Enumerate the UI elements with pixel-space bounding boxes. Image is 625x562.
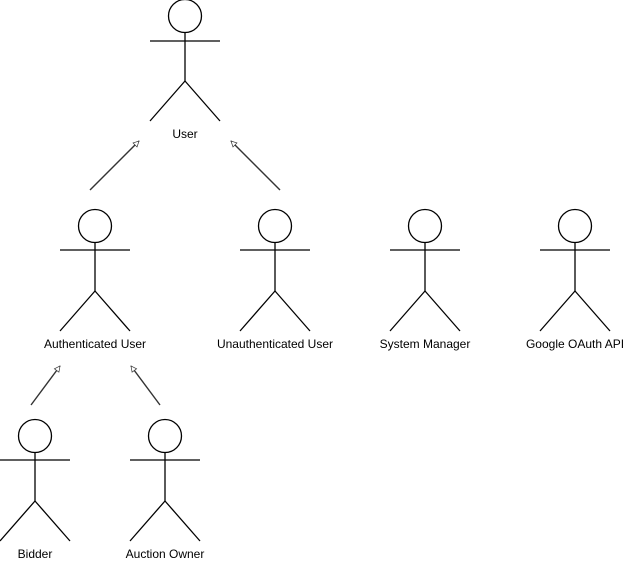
- actor-right-leg: [164, 500, 201, 542]
- generalization-unauthenticated-to-user: [231, 141, 281, 191]
- actor-label-auction-owner: Auction Owner: [126, 547, 205, 561]
- actor-head: [257, 208, 293, 244]
- actor-left-leg: [0, 500, 36, 542]
- actor-left-leg: [59, 290, 96, 332]
- actor-google-oauth-api[interactable]: Google OAuth API: [526, 208, 624, 352]
- actor-head: [407, 208, 443, 244]
- actor-right-leg: [424, 290, 461, 332]
- actor-system-manager[interactable]: System Manager: [380, 208, 471, 352]
- actor-auction-owner[interactable]: Auction Owner: [126, 418, 205, 562]
- generalization-bidder-to-authenticated: [30, 366, 61, 406]
- actor-bidder[interactable]: Bidder: [0, 418, 71, 562]
- generalization-auction-owner-to-authenticated: [130, 366, 161, 406]
- actor-head: [17, 418, 53, 454]
- actor-label-bidder: Bidder: [18, 547, 53, 561]
- actor-left-leg: [389, 290, 426, 332]
- actor-label-google-oauth-api: Google OAuth API: [526, 337, 624, 351]
- actor-left-leg: [149, 80, 186, 122]
- actor-right-leg: [574, 290, 611, 332]
- generalization-authenticated-to-user: [89, 141, 139, 191]
- actor-right-leg: [94, 290, 131, 332]
- generalization-arrows: [30, 141, 281, 406]
- actor-head: [77, 208, 113, 244]
- actor-left-leg: [129, 500, 166, 542]
- actor-user[interactable]: User: [149, 0, 221, 141]
- actor-label-user: User: [172, 127, 197, 141]
- actor-label-system-manager: System Manager: [380, 337, 471, 351]
- actor-head: [147, 418, 183, 454]
- actor-unauthenticated-user[interactable]: Unauthenticated User: [217, 208, 333, 352]
- actor-left-leg: [539, 290, 576, 332]
- actor-left-leg: [239, 290, 276, 332]
- actor-label-authenticated-user: Authenticated User: [44, 337, 146, 351]
- actor-head: [167, 0, 203, 34]
- actor-label-unauthenticated-user: Unauthenticated User: [217, 337, 333, 351]
- actor-head: [557, 208, 593, 244]
- actor-right-leg: [34, 500, 71, 542]
- actor-right-leg: [274, 290, 311, 332]
- actor-authenticated-user[interactable]: Authenticated User: [44, 208, 146, 352]
- actor-right-leg: [184, 80, 221, 122]
